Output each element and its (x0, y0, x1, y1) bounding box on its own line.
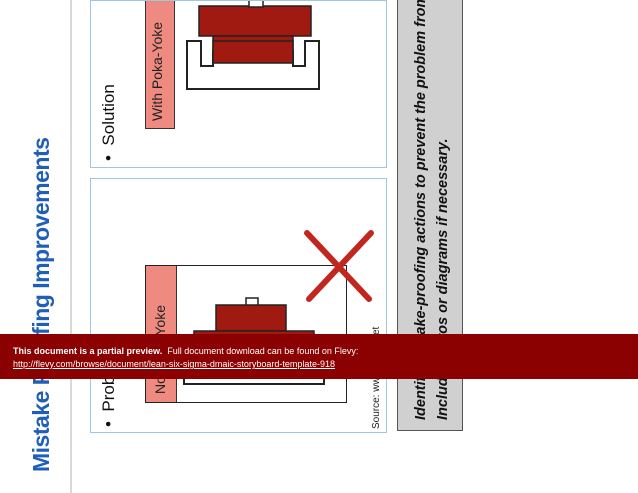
preview-banner-line: This document is a partial preview. Full… (13, 346, 358, 356)
preview-banner-bold: This document is a partial preview. (13, 346, 163, 356)
solution-panel: • Solution With Poka-Yoke (90, 0, 387, 168)
top-plate (215, 304, 287, 332)
solution-label: Solution (99, 84, 118, 146)
with-poka-yoke-label-box: With Poka-Yoke (145, 1, 175, 129)
slide-title: Mistake Proofing Improvements (28, 137, 54, 472)
preview-banner-text: Full document download can be found on F… (167, 346, 359, 356)
error-cross-icon (304, 230, 374, 302)
top-plate (198, 5, 312, 37)
part-in-fixture (212, 40, 294, 64)
with-poka-yoke-diagram: With Poka-Yoke (145, 1, 385, 131)
handle (248, 1, 264, 8)
preview-banner: This document is a partial preview. Full… (0, 334, 638, 379)
preview-banner-link[interactable]: http://flevy.com/browse/document/lean-si… (13, 359, 335, 369)
bullet-icon: • (99, 145, 118, 161)
left-divider-line (70, 0, 72, 493)
bullet-icon: • (99, 411, 118, 427)
solution-bullet: • Solution (99, 84, 119, 161)
with-poka-yoke-drawing (186, 1, 320, 90)
with-poka-yoke-label: With Poka-Yoke (149, 21, 165, 121)
problem-panel: • Problem No Poka-Yoke Source: www.4lean… (90, 178, 387, 433)
